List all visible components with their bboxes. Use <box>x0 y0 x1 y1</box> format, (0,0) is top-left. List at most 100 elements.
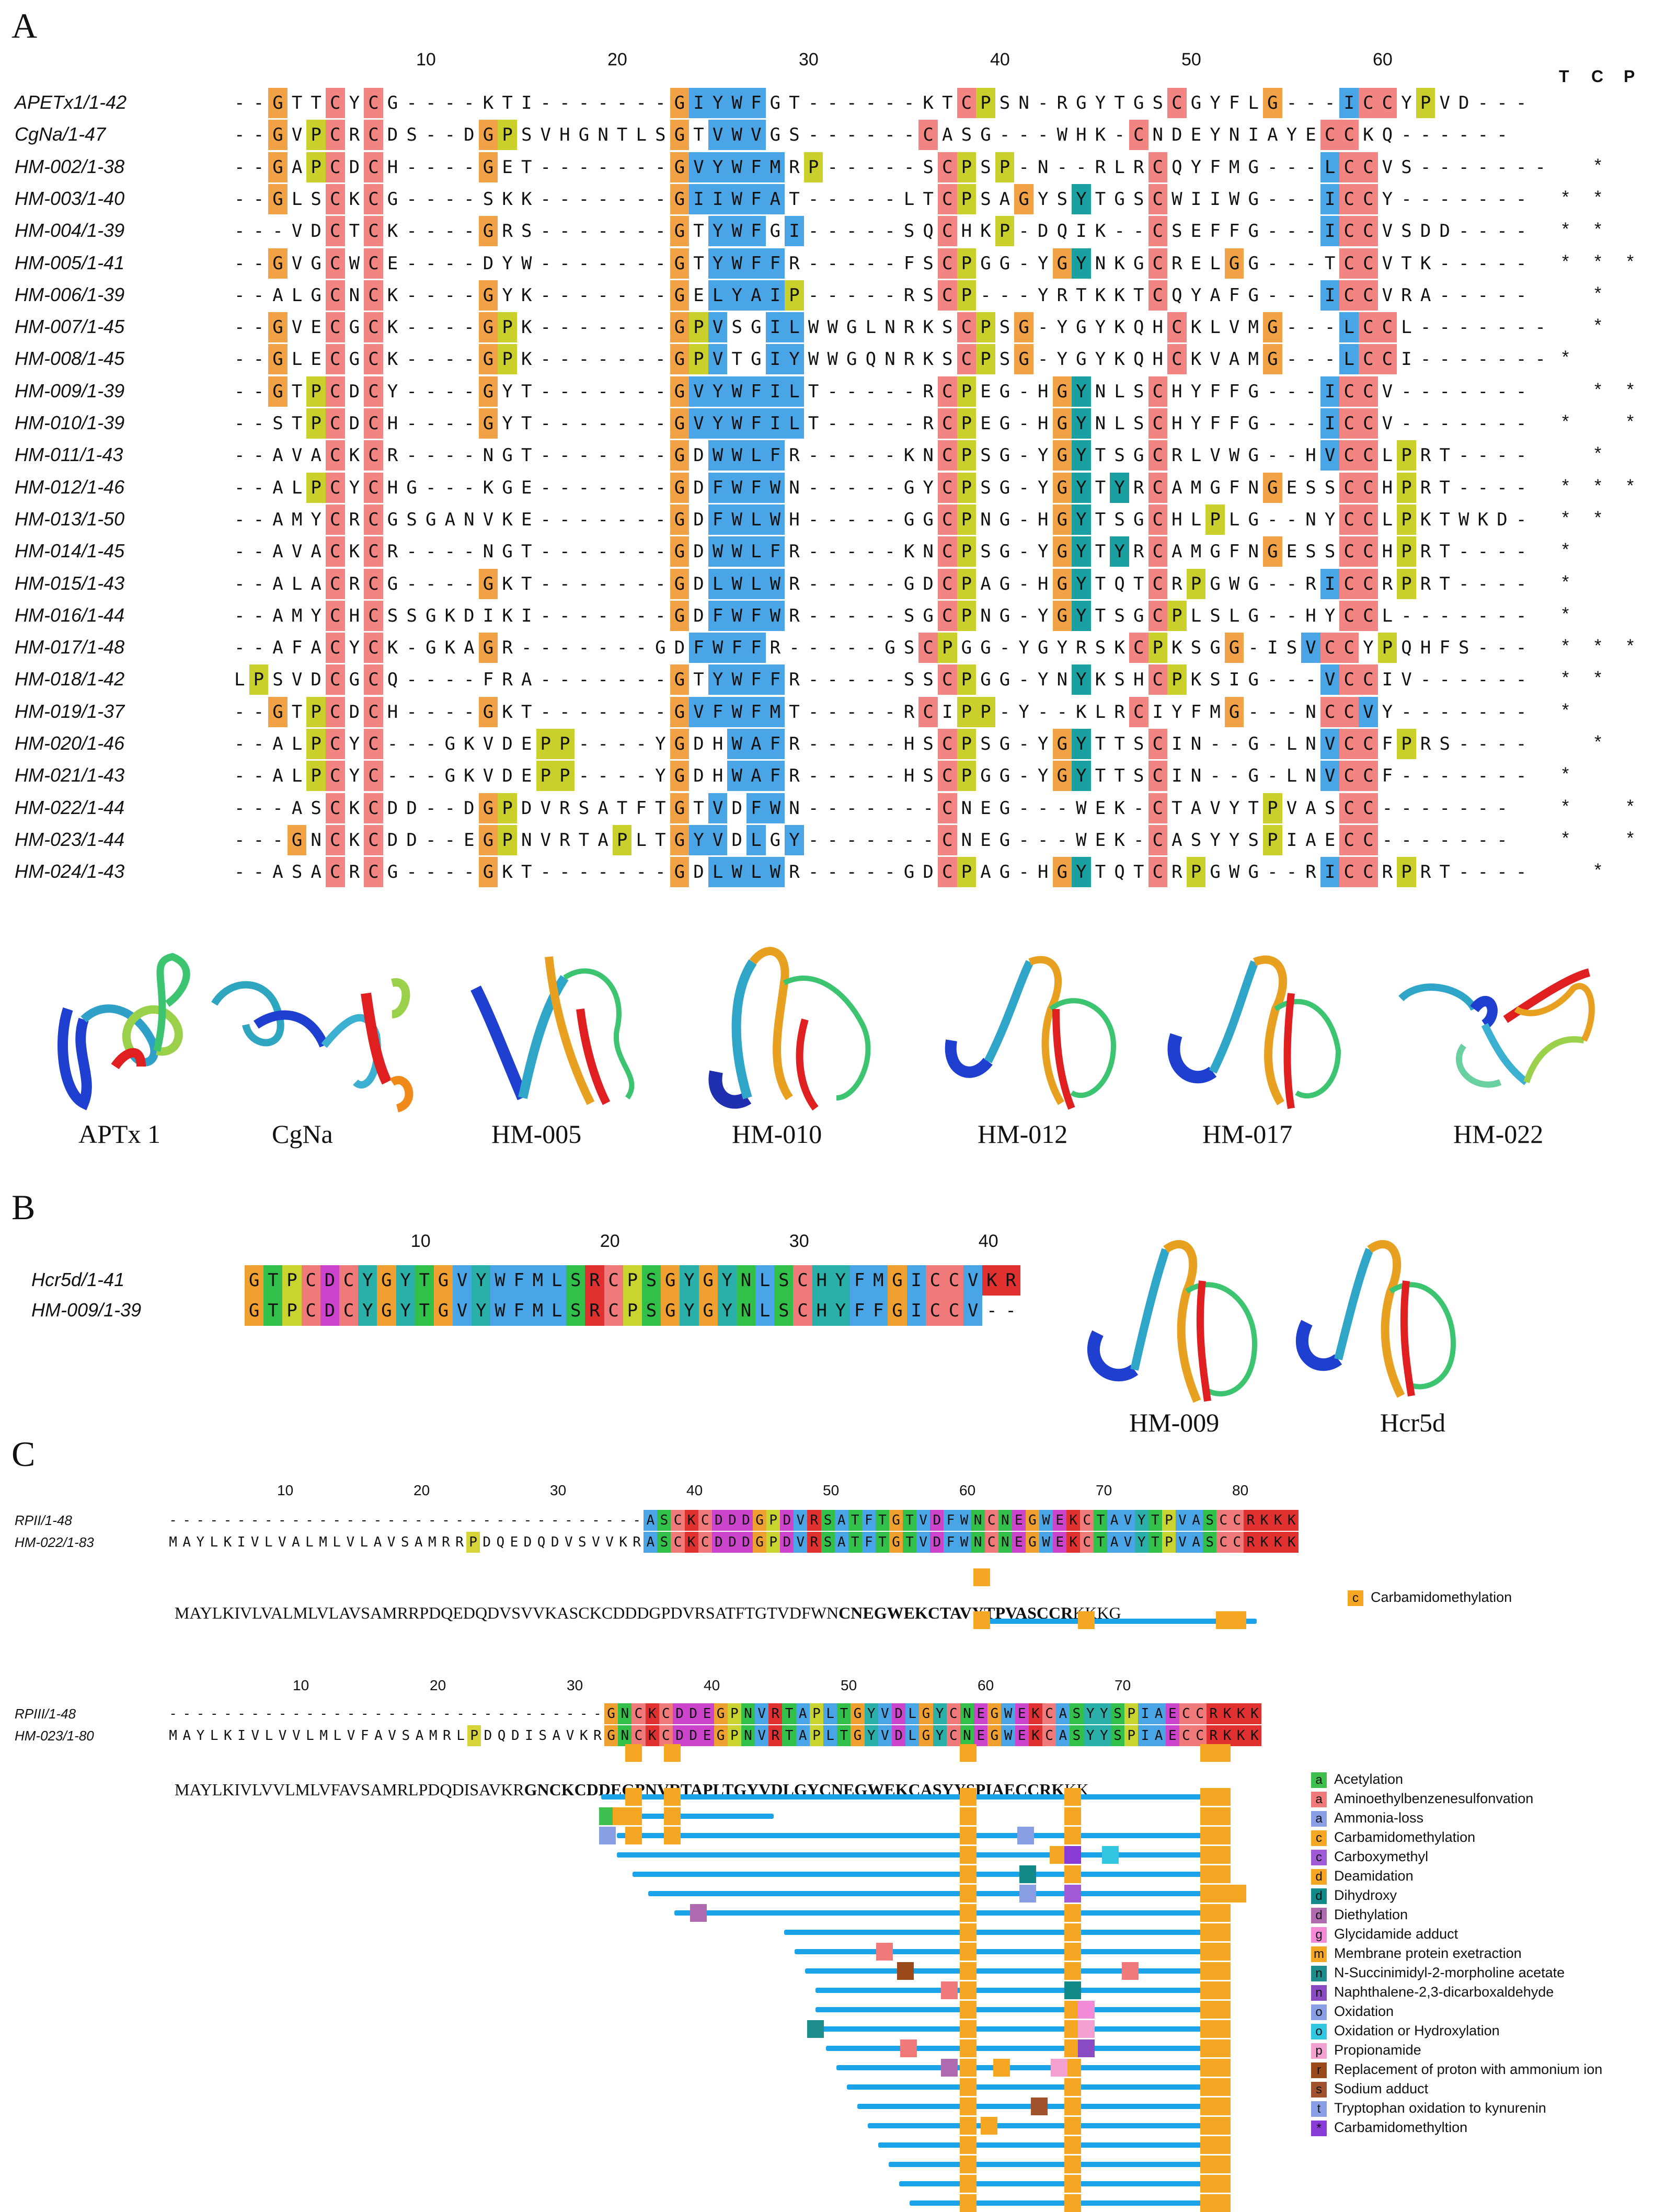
tcp-mark: * <box>1627 251 1634 271</box>
ptm-mark <box>690 1904 707 1922</box>
alignment-row-name: RPIII/1-48 <box>15 1706 76 1722</box>
ptm-legend-label: Ammonia-loss <box>1334 1810 1424 1826</box>
peptide-coverage-line <box>847 2084 1230 2090</box>
carbamidomethylation-mark <box>1064 2175 1081 2193</box>
ptm-mark <box>1019 1885 1036 1902</box>
carbamidomethylation-mark <box>625 1744 642 1762</box>
ptm-legend-swatch: c <box>1311 1830 1327 1846</box>
carbamidomethylation-mark <box>960 1943 977 1961</box>
alignment-row-name: HM-009/1-39 <box>15 380 125 402</box>
alignment-row-name: APETx1/1-42 <box>15 91 127 113</box>
panel-a-structures <box>58 947 1595 1113</box>
ptm-legend-label: Sodium adduct <box>1334 2081 1429 2096</box>
alignment-row-name: HM-015/1-43 <box>15 572 125 594</box>
tcp-mark: * <box>1594 379 1602 399</box>
ptm-legend-swatch: o <box>1311 2004 1327 2020</box>
hm022-seq-plain: MAYLKIVLVALMLVLAVSAMRRPDQEDQDVSVVKASCKCD… <box>175 1603 839 1622</box>
alignment-row-name: HM-009/1-39 <box>31 1299 142 1321</box>
alignment-row-name: HM-004/1-39 <box>15 220 125 242</box>
ruler-tick: 40 <box>990 50 1010 70</box>
carbamidomethylation-mark <box>1214 2117 1231 2135</box>
alignment-row-name: HM-011/1-43 <box>15 444 123 466</box>
ptm-legend-swatch: d <box>1311 1869 1327 1885</box>
peptide-coverage-line <box>805 1968 1230 1974</box>
ptm-mark <box>1064 1981 1081 1999</box>
carbamidomethylation-mark <box>973 1568 990 1586</box>
tcp-mark: * <box>1594 732 1602 752</box>
tcp-mark: * <box>1562 603 1569 624</box>
carbamidomethylation-mark <box>960 1788 977 1806</box>
peptide-coverage-line <box>601 1794 1230 1800</box>
alignment-row-name: HM-020/1-46 <box>15 732 125 754</box>
alignment-row-name: HM-005/1-41 <box>15 251 125 273</box>
alignment-row-name: HM-008/1-45 <box>15 348 125 370</box>
carbamidomethylation-mark <box>960 2001 977 2019</box>
ruler-tick: 50 <box>1181 50 1201 70</box>
ptm-legend-label: N-Succinimidyl-2-morpholine acetate <box>1334 1965 1565 1980</box>
tcp-mark: * <box>1594 219 1602 239</box>
tcp-mark: * <box>1562 475 1569 496</box>
ptm-legend-swatch: c <box>1311 1849 1327 1865</box>
ptm-legend-label: Naphthalene-2,3-dicarboxaldehyde <box>1334 1984 1554 2000</box>
carbamidomethylation-mark <box>1214 2098 1231 2115</box>
carbamidomethylation-mark <box>1064 2194 1081 2212</box>
tcp-header-t: T <box>1559 67 1569 86</box>
peptide-coverage-line <box>648 1891 1230 1896</box>
ptm-legend-label: Replacement of proton with ammonium ion <box>1334 2061 1603 2077</box>
carbamidomethylation-mark <box>1214 2059 1231 2077</box>
carbamidomethylation-mark <box>960 1962 977 1980</box>
alignment-row-name: HM-023/1-80 <box>15 1728 94 1744</box>
carbamidomethylation-mark <box>1214 1846 1231 1864</box>
tcp-mark: * <box>1594 860 1602 880</box>
peptide-coverage-line <box>868 2123 1230 2128</box>
tcp-mark: * <box>1627 796 1634 816</box>
carbamidomethylation-mark <box>1064 1865 1081 1883</box>
carbamidomethylation-mark <box>1064 1923 1081 1941</box>
tcp-mark: * <box>1594 507 1602 528</box>
tcp-mark: * <box>1562 540 1569 560</box>
tcp-mark: * <box>1594 155 1602 175</box>
panel-a-letter: A <box>12 6 38 45</box>
ptm-mark <box>1019 1865 1036 1883</box>
ptm-legend-swatch: t <box>1311 2101 1327 2117</box>
ptm-legend-swatch: p <box>1311 2043 1327 2059</box>
ptm-mark <box>1064 1885 1081 1902</box>
peptide-coverage-line <box>617 1833 1230 1838</box>
peptide-coverage-line <box>617 1852 1230 1858</box>
ptm-legend-label: Tryptophan oxidation to kynurenin <box>1334 2100 1546 2116</box>
ruler-tick: 20 <box>430 1677 446 1693</box>
carbamidomethylation-mark <box>960 1744 977 1762</box>
carbamidomethylation-mark <box>664 1807 681 1825</box>
alignment-row-name: HM-013/1-50 <box>15 508 125 530</box>
tcp-mark: * <box>1562 700 1569 720</box>
ptm-mark <box>1122 1962 1139 1980</box>
structure-label: HM-012 <box>978 1119 1068 1149</box>
structure-hm009 <box>1087 1240 1258 1403</box>
ruler-tick: 20 <box>414 1482 430 1498</box>
ptm-mark <box>1230 1885 1246 1902</box>
peptide-coverage-line <box>889 2162 1230 2167</box>
carbamidomethylation-mark <box>1214 1827 1231 1844</box>
carbamidomethylation-mark <box>960 2098 977 2115</box>
carbamidomethylation-mark <box>1214 2156 1231 2173</box>
ptm-mark <box>900 2039 917 2057</box>
